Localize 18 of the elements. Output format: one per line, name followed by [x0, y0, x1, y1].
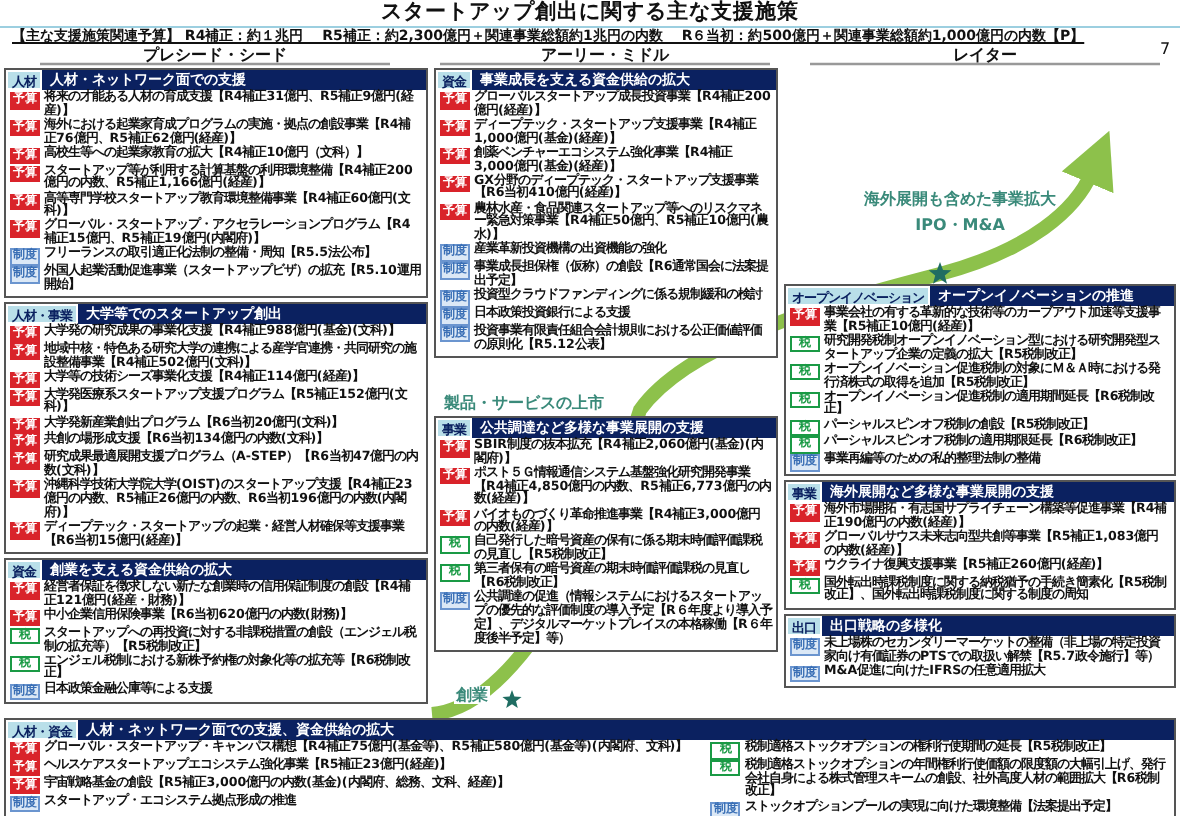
title: スタートアップ創出に関する主な支援施策 [379, 0, 801, 24]
panel [784, 284, 1176, 477]
column-heading: レイター [951, 46, 1019, 64]
stage-label: IPO・M&A [913, 216, 1007, 236]
panel [784, 480, 1176, 610]
page-number: 7 [1160, 40, 1171, 58]
panel [4, 68, 428, 299]
panel [434, 68, 778, 358]
column-heading: プレシード・シード [141, 46, 289, 64]
stage-label: 創業 [454, 686, 490, 704]
stage-label: 海外展開も含めた事業拡大 [862, 190, 1058, 210]
panel [434, 416, 778, 652]
stage-label: 製品・サービスの上市 [444, 394, 604, 412]
panel [4, 718, 1176, 816]
panel [4, 302, 428, 554]
column-heading: アーリー・ミドル [539, 46, 671, 64]
panel [4, 558, 428, 705]
panel [784, 614, 1176, 688]
